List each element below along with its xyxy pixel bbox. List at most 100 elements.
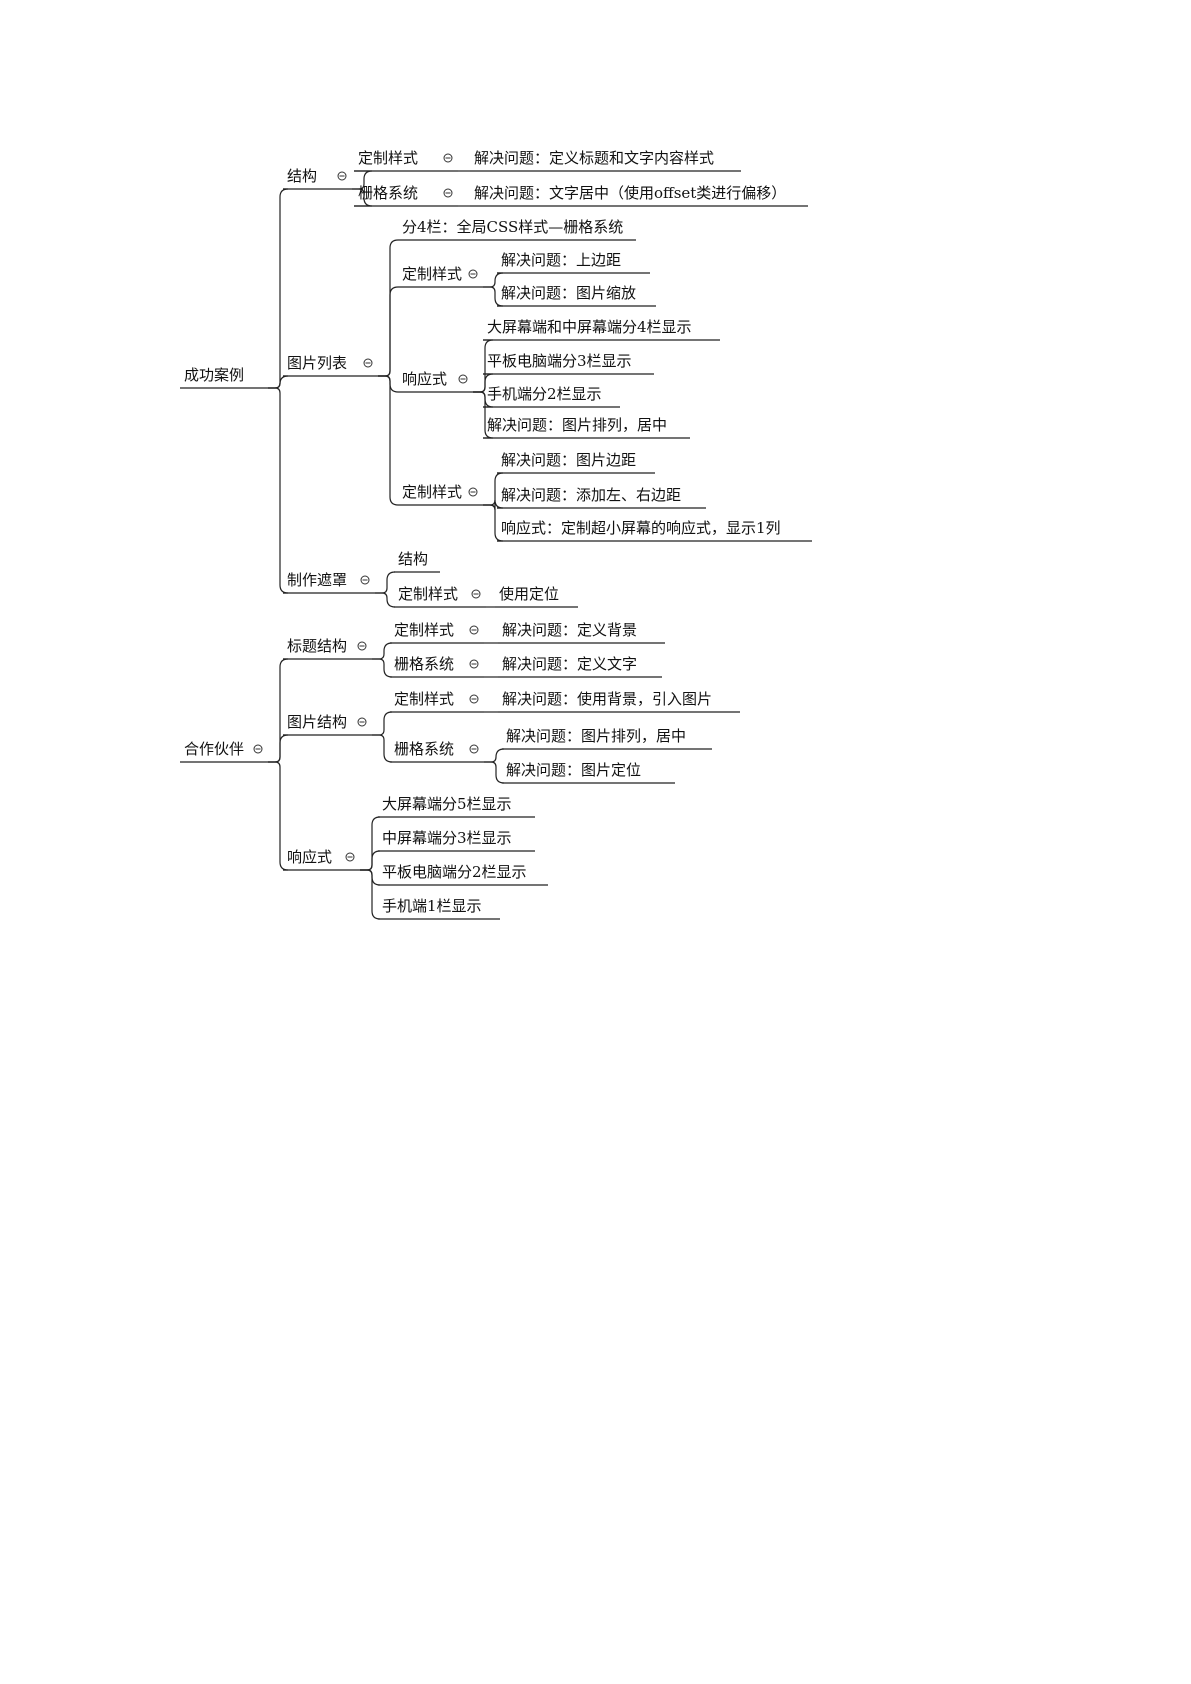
connector-line bbox=[483, 504, 504, 542]
node-label: 中屏幕端分3栏显示 bbox=[382, 829, 512, 847]
mindmap-node-level-2: 定制样式 bbox=[354, 149, 458, 172]
mindmap-node-level-2: 分4栏：全局CSS样式—栅格系统 bbox=[398, 218, 636, 241]
connector-line bbox=[360, 816, 381, 871]
node-label: 栅格系统 bbox=[394, 655, 454, 673]
mindmap-node-level-3: 解决问题：图片排列，居中 bbox=[502, 727, 712, 750]
node-label: 标题结构 bbox=[287, 637, 347, 655]
collapse-toggle-icon[interactable] bbox=[458, 374, 468, 384]
node-label: 分4栏：全局CSS样式—栅格系统 bbox=[402, 218, 623, 236]
collapse-toggle-icon[interactable] bbox=[443, 153, 453, 163]
mindmap-node-level-1: 响应式 bbox=[283, 848, 360, 871]
node-label: 定制样式 bbox=[402, 265, 462, 283]
connector-line bbox=[372, 711, 393, 736]
node-label: 制作遮罩 bbox=[287, 571, 347, 589]
connector-line bbox=[268, 658, 289, 763]
mindmap-node-level-2: 平板电脑端分2栏显示 bbox=[378, 863, 548, 886]
connector-line bbox=[268, 188, 289, 389]
collapse-toggle-icon[interactable] bbox=[253, 744, 263, 754]
mindmap-node-level-2: 手机端1栏显示 bbox=[378, 897, 500, 920]
node-label: 使用定位 bbox=[499, 585, 559, 603]
node-label: 定制样式 bbox=[402, 483, 462, 501]
collapse-toggle-icon[interactable] bbox=[360, 575, 370, 585]
connector-line bbox=[375, 592, 396, 608]
node-label: 解决问题：定义标题和文字内容样式 bbox=[474, 149, 714, 167]
connector-line bbox=[268, 761, 289, 871]
connector-line bbox=[372, 734, 393, 763]
collapse-toggle-icon[interactable] bbox=[337, 171, 347, 181]
collapse-toggle-icon[interactable] bbox=[468, 269, 478, 279]
collapse-toggle-icon[interactable] bbox=[469, 694, 479, 704]
node-label: 大屏幕端和中屏幕端分4栏显示 bbox=[487, 318, 692, 336]
mindmap-node-level-3: 解决问题：定义标题和文字内容样式 bbox=[470, 149, 741, 172]
connector-line bbox=[483, 272, 504, 288]
collapse-toggle-icon[interactable] bbox=[469, 744, 479, 754]
collapse-toggle-icon[interactable] bbox=[363, 358, 373, 368]
connector-line bbox=[375, 571, 396, 594]
mindmap-node-level-3: 使用定位 bbox=[495, 585, 578, 608]
mindmap-node-level-2: 定制样式 bbox=[394, 585, 486, 608]
mindmap-node-level-3: 解决问题：图片边距 bbox=[497, 451, 655, 474]
connector-line bbox=[372, 642, 393, 660]
connector-line bbox=[268, 375, 289, 389]
node-label: 定制样式 bbox=[358, 149, 418, 167]
node-label: 响应式：定制超小屏幕的响应式，显示1列 bbox=[501, 519, 781, 537]
connector-line bbox=[483, 286, 504, 307]
connector-line bbox=[372, 658, 393, 678]
node-label: 图片结构 bbox=[287, 713, 347, 731]
mindmap-node-level-1: 图片结构 bbox=[283, 713, 372, 736]
node-label: 解决问题：定义文字 bbox=[502, 655, 637, 673]
connector-line bbox=[360, 850, 381, 871]
mindmap-node-level-2: 定制样式 bbox=[398, 265, 483, 288]
mindmap-node-level-2: 定制样式 bbox=[390, 621, 484, 644]
collapse-toggle-icon[interactable] bbox=[357, 641, 367, 651]
mindmap-node-level-3: 解决问题：图片缩放 bbox=[497, 284, 656, 307]
mindmap-node-level-3: 手机端分2栏显示 bbox=[483, 385, 620, 408]
collapse-toggle-icon[interactable] bbox=[443, 188, 453, 198]
mindmap-node-level-3: 解决问题：图片定位 bbox=[502, 761, 675, 784]
mindmap-node-level-2: 大屏幕端分5栏显示 bbox=[378, 795, 535, 818]
node-label: 成功案例 bbox=[184, 366, 244, 384]
collapse-toggle-icon[interactable] bbox=[468, 487, 478, 497]
mindmap-node-level-2: 栅格系统 bbox=[390, 655, 484, 678]
node-label: 解决问题：图片边距 bbox=[501, 451, 636, 469]
node-label: 合作伙伴 bbox=[184, 740, 244, 758]
mindmap-node-level-3: 解决问题：上边距 bbox=[497, 251, 650, 274]
mindmap-node-level-2: 定制样式 bbox=[398, 483, 483, 506]
mindmap-node-level-3: 平板电脑端分3栏显示 bbox=[483, 352, 654, 375]
mindmap-node-level-1: 图片列表 bbox=[283, 354, 378, 377]
mindmap-node-level-1: 标题结构 bbox=[283, 637, 372, 660]
node-label: 解决问题：使用背景，引入图片 bbox=[502, 690, 712, 708]
node-label: 平板电脑端分3栏显示 bbox=[487, 352, 632, 370]
mindmap-node-level-0: 成功案例 bbox=[180, 366, 268, 389]
node-label: 大屏幕端分5栏显示 bbox=[382, 795, 512, 813]
node-label: 图片列表 bbox=[287, 354, 347, 372]
connector-line bbox=[268, 387, 289, 594]
collapse-toggle-icon[interactable] bbox=[469, 659, 479, 669]
node-label: 响应式 bbox=[287, 848, 332, 866]
node-label: 手机端分2栏显示 bbox=[487, 385, 602, 403]
node-label: 结构 bbox=[287, 167, 317, 185]
node-label: 结构 bbox=[398, 550, 428, 568]
collapse-toggle-icon[interactable] bbox=[469, 625, 479, 635]
collapse-toggle-icon[interactable] bbox=[471, 589, 481, 599]
node-label: 解决问题：图片定位 bbox=[506, 761, 641, 779]
connector-line bbox=[378, 375, 399, 393]
node-label: 定制样式 bbox=[394, 690, 454, 708]
mindmap-node-level-3: 解决问题：图片排列，居中 bbox=[483, 416, 690, 439]
mindmap-node-level-3: 解决问题：添加左、右边距 bbox=[497, 486, 706, 509]
mindmap-node-level-3: 响应式：定制超小屏幕的响应式，显示1列 bbox=[497, 519, 812, 542]
mindmap-node-level-3: 解决问题：定义背景 bbox=[498, 621, 665, 644]
node-label: 解决问题：上边距 bbox=[501, 251, 621, 269]
connector-line bbox=[483, 472, 504, 506]
collapse-toggle-icon[interactable] bbox=[357, 717, 367, 727]
mindmap-node-level-2: 定制样式 bbox=[390, 690, 484, 713]
mindmap-node-level-2: 中屏幕端分3栏显示 bbox=[378, 829, 535, 852]
collapse-toggle-icon[interactable] bbox=[345, 852, 355, 862]
mindmap-node-level-2: 栅格系统 bbox=[390, 740, 484, 763]
mindmap-node-level-3: 大屏幕端和中屏幕端分4栏显示 bbox=[483, 318, 720, 341]
connector-line bbox=[378, 286, 399, 377]
node-label: 平板电脑端分2栏显示 bbox=[382, 863, 527, 881]
node-label: 解决问题：定义背景 bbox=[502, 621, 637, 639]
nodes: 成功案例结构定制样式解决问题：定义标题和文字内容样式栅格系统解决问题：文字居中（… bbox=[180, 149, 812, 920]
